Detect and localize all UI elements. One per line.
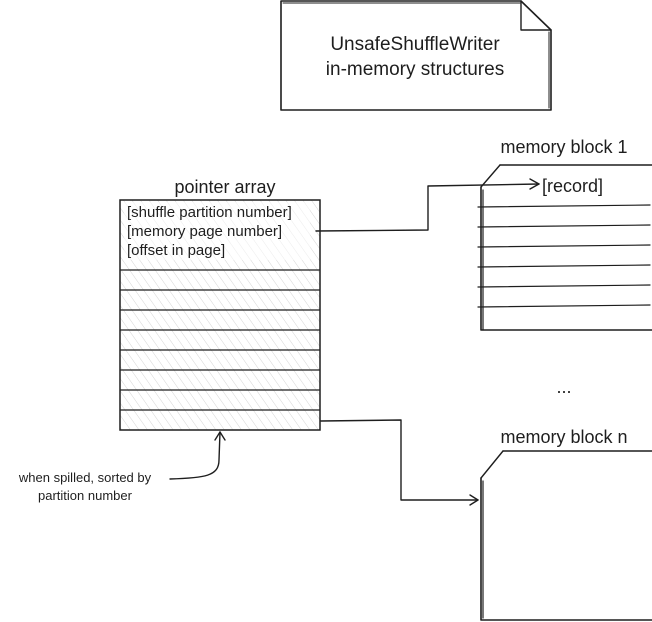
note-fold	[520, 0, 552, 31]
spill-annotation: when spilled, sorted by partition number	[18, 431, 226, 503]
title-note-box: UnsafeShuffleWriter in-memory structures	[280, 0, 552, 111]
note-box-sketch-stroke	[282, 2, 550, 109]
memory-block-n-outline	[480, 450, 652, 621]
pointer-array-title: pointer array	[174, 177, 275, 197]
pointer-field-offset: [offset in page]	[127, 242, 225, 259]
memory-block-1-cut-corner	[480, 164, 501, 188]
arrow-pointer-to-block-n	[320, 419, 479, 506]
note-box-outline	[280, 0, 552, 111]
memory-block-n-title: memory block n	[500, 427, 627, 447]
annotation-line2: partition number	[38, 488, 133, 503]
record-label: [record]	[542, 176, 603, 196]
blocks-ellipsis: ...	[556, 377, 571, 397]
memory-block-n: memory block n	[480, 427, 652, 621]
pointer-field-partition: [shuffle partition number]	[127, 204, 292, 221]
pointer-array-row-dividers	[120, 269, 320, 411]
arrow-line	[315, 183, 540, 232]
note-title-line1: UnsafeShuffleWriter	[330, 34, 500, 55]
note-title-line2: in-memory structures	[326, 59, 504, 80]
annotation-arrowhead-icon	[214, 431, 226, 441]
annotation-line1: when spilled, sorted by	[18, 470, 152, 485]
annotation-arrow-line	[169, 431, 221, 480]
memory-block-1-outline	[480, 164, 652, 331]
pointer-array: pointer array [shuffle partition number]…	[119, 177, 321, 431]
arrow-pointer-to-record	[315, 178, 540, 232]
arrow-line	[320, 419, 479, 501]
memory-block-1-title: memory block 1	[500, 137, 627, 157]
memory-block-1: memory block 1 [record]	[477, 137, 652, 331]
memory-block-1-record-dividers	[477, 204, 651, 308]
arrowhead-record-icon	[529, 178, 540, 190]
pointer-entry-backdrop	[124, 202, 310, 260]
pointer-field-page: [memory page number]	[127, 223, 282, 240]
memory-block-n-cut-corner	[480, 450, 504, 479]
arrowhead-block-n-icon	[469, 494, 479, 506]
